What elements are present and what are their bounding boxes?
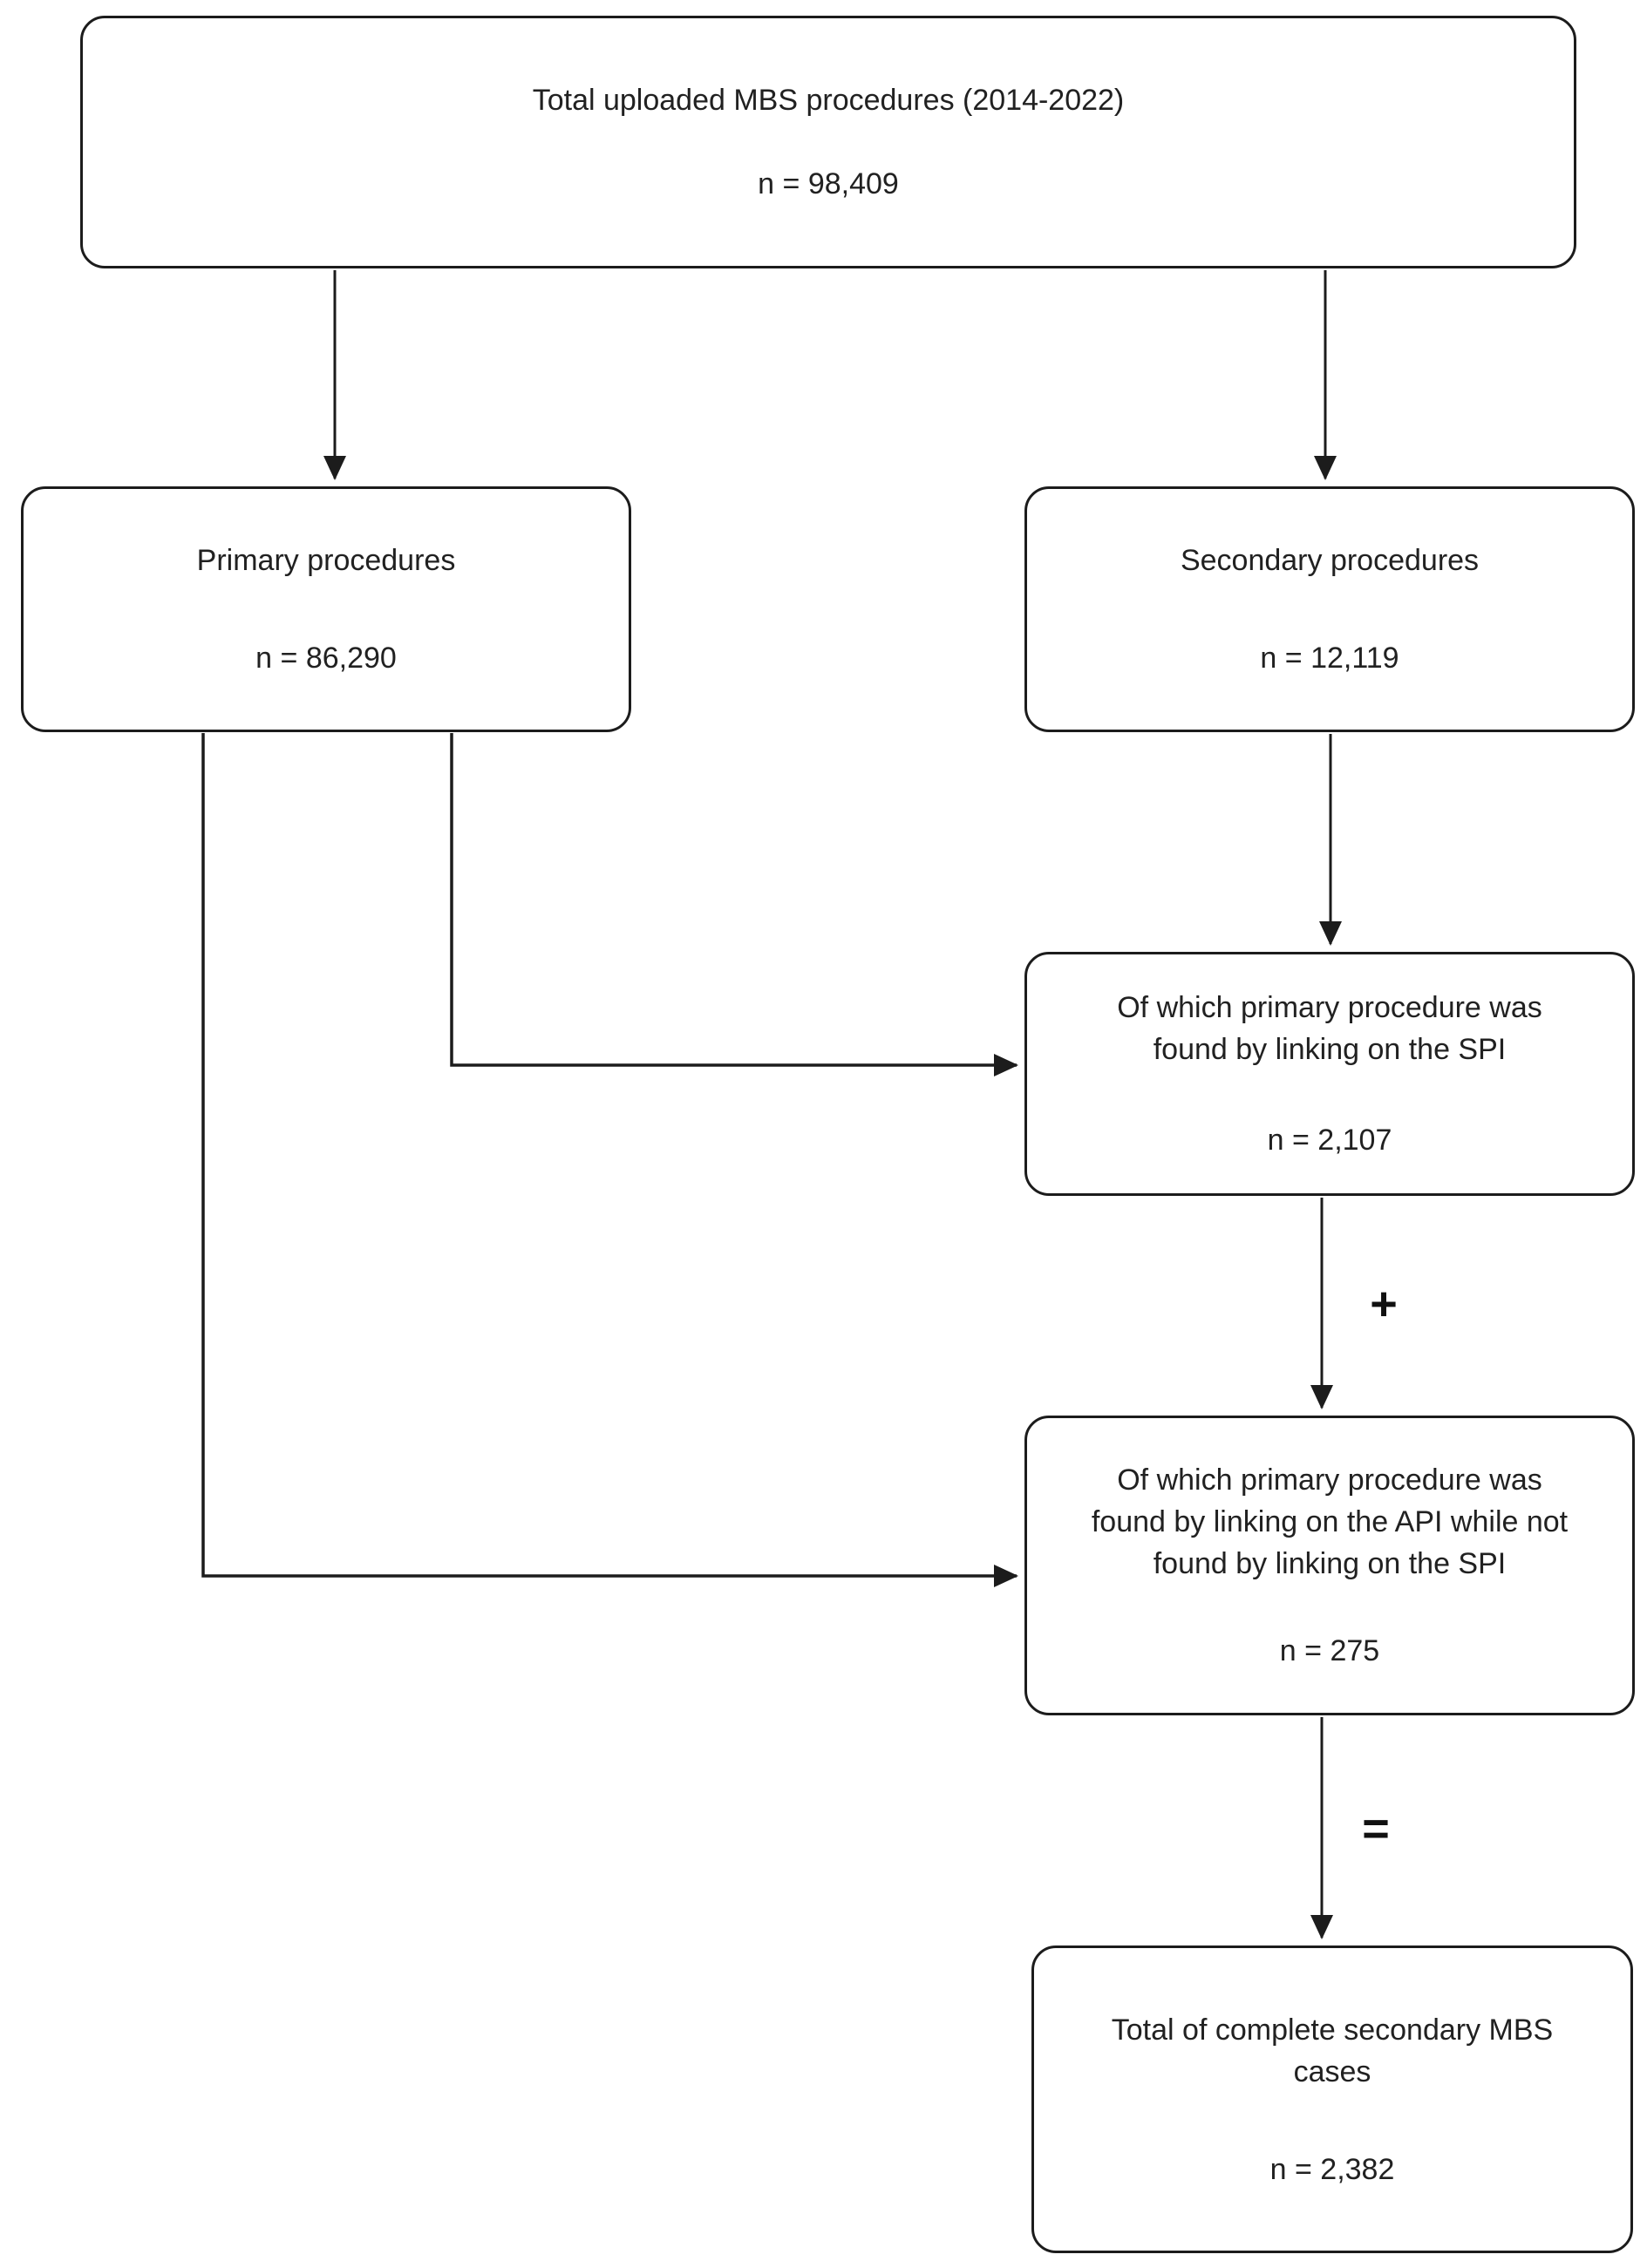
node-label: Total uploaded MBS procedures (2014-2022… <box>533 79 1125 121</box>
elbow-arrow-primary-to-api <box>201 733 1018 1587</box>
node-label: Total of complete secondary MBS cases <box>1112 2009 1553 2093</box>
node-label: Of which primary procedure was found by … <box>1117 987 1542 1070</box>
node-found-by-spi: Of which primary procedure was found by … <box>1024 952 1635 1196</box>
node-primary-procedures: Primary procedures n = 86,290 <box>21 486 631 732</box>
node-label-line: found by linking on the SPI <box>1153 1033 1507 1066</box>
node-count: n = 12,119 <box>1260 642 1399 675</box>
node-label-line: Primary procedures <box>196 544 456 577</box>
node-count: n = 86,290 <box>255 642 397 675</box>
node-count: n = 275 <box>1279 1634 1380 1667</box>
node-label-line: Secondary procedures <box>1180 544 1480 577</box>
elbow-arrow-primary-to-spi <box>450 733 1018 1076</box>
plus-operator: + <box>1370 1278 1398 1330</box>
node-secondary-procedures: Secondary procedures n = 12,119 <box>1024 486 1635 732</box>
node-count: n = 2,382 <box>1269 2152 1395 2186</box>
node-found-by-api-not-spi: Of which primary procedure was found by … <box>1024 1416 1635 1715</box>
equals-operator: = <box>1362 1803 1390 1855</box>
node-label-line: Of which primary procedure was <box>1117 1463 1542 1497</box>
node-total-complete-secondary-cases: Total of complete secondary MBS cases n … <box>1031 1945 1633 2253</box>
node-label-line: Total uploaded MBS procedures (2014-2022… <box>532 84 1125 117</box>
node-label-line: found by linking on the API while not <box>1091 1505 1569 1538</box>
node-count: n = 2,107 <box>1267 1124 1392 1157</box>
node-count: n = 98,409 <box>758 167 899 200</box>
node-label: Of which primary procedure was found by … <box>1092 1459 1568 1585</box>
node-total-uploaded-procedures: Total uploaded MBS procedures (2014-2022… <box>80 16 1576 268</box>
node-label-line: found by linking on the SPI <box>1153 1547 1507 1580</box>
node-label: Secondary procedures <box>1181 540 1479 581</box>
node-label: Primary procedures <box>197 540 456 581</box>
node-label-line: Total of complete secondary MBS <box>1111 2013 1554 2047</box>
node-label-line: cases <box>1293 2054 1371 2088</box>
node-label-line: Of which primary procedure was <box>1117 991 1542 1024</box>
